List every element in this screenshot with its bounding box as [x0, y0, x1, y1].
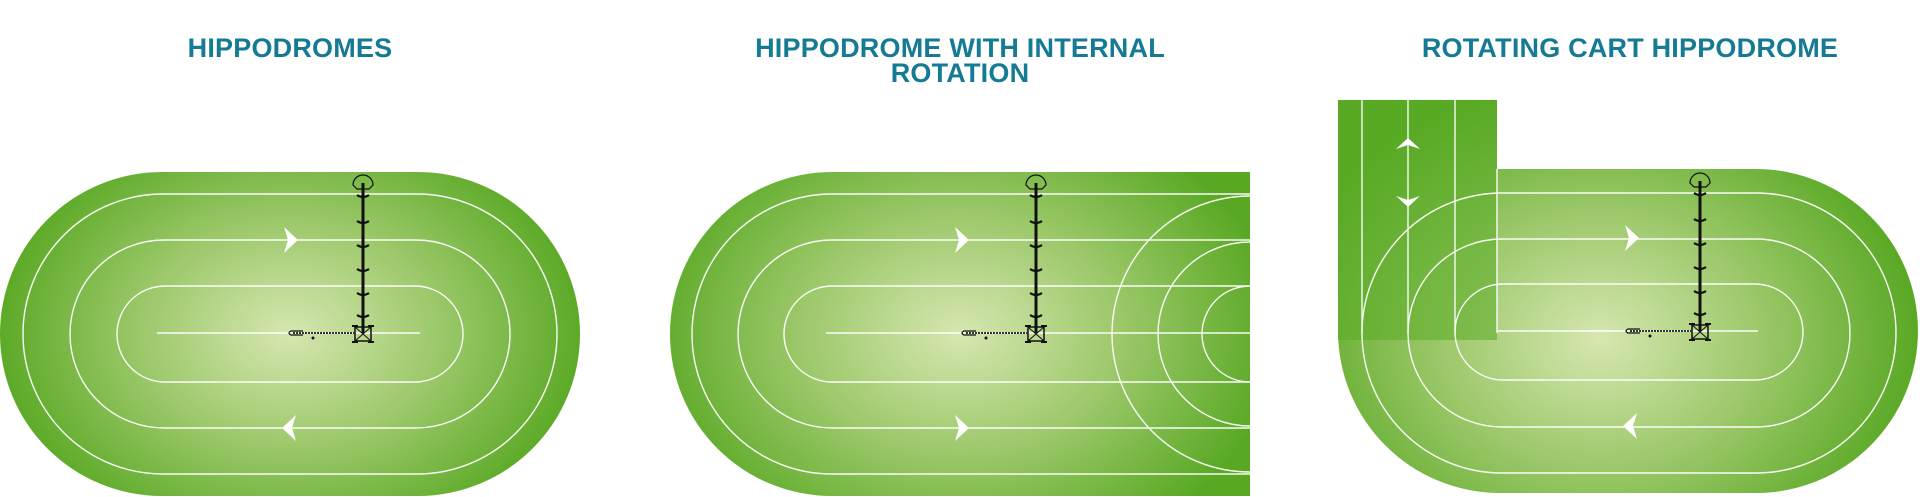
arrow-right-icon	[1625, 225, 1639, 251]
arrow-down-icon	[1396, 196, 1420, 207]
arrow-left-icon	[1623, 413, 1637, 439]
internal-rotation-track	[670, 172, 1251, 496]
panel-3-title: ROTATING CART HIPPODROME	[1421, 33, 1839, 63]
arrow-right-icon	[955, 227, 969, 253]
hippodrome-track	[0, 172, 580, 496]
arrow-right-icon	[955, 415, 969, 441]
panel-2-title: HIPPODROME WITH INTERNAL ROTATION	[755, 33, 1165, 88]
arrow-up-icon	[1396, 138, 1420, 149]
panel-1-title: HIPPODROMES	[187, 33, 393, 63]
rotating-cart-track	[1338, 100, 1918, 493]
arrow-right-icon	[284, 227, 298, 253]
arrow-left-icon	[282, 415, 296, 441]
